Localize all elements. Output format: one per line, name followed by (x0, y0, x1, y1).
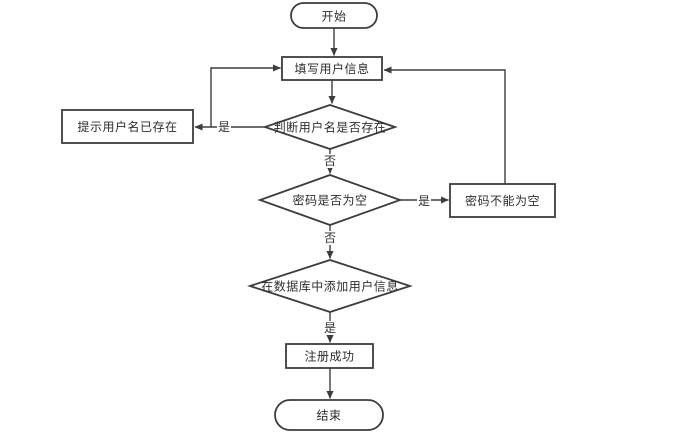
edge-label-password-empty-yes: 是 (417, 194, 431, 208)
edge-label-password-empty-no: 否 (323, 231, 337, 245)
arrow-prompt-junction-to-fill-info (210, 64, 281, 127)
register-success-label: 注册成功 (304, 349, 354, 364)
arrow-password-msg-to-fill-info (383, 66, 506, 184)
prompt-username-exists-node: 提示用户名已存在 (61, 109, 194, 144)
edge-label-no: 否 (324, 154, 336, 168)
edge-label-bg (323, 154, 337, 168)
edge-label-no: 否 (324, 231, 336, 245)
password-cannot-be-empty-label: 密码不能为空 (465, 193, 540, 208)
start-terminator-shape (290, 2, 378, 29)
fill-user-info-node: 填写用户信息 (281, 56, 383, 81)
check-password-empty-diamond (257, 174, 403, 226)
password-cannot-be-empty-node: 密码不能为空 (449, 183, 556, 218)
check-password-empty-label: 密码是否为空 (292, 193, 367, 208)
check-username-exists-diamond (262, 104, 398, 150)
add-user-info-to-database-label: 在数据库中添加用户信息 (261, 279, 399, 294)
register-success-node: 注册成功 (285, 343, 374, 369)
edge-label-bg (217, 120, 231, 134)
register-success-shape (285, 343, 374, 369)
edge-label-bg (323, 321, 337, 335)
add-user-info-to-database-diamond (247, 259, 413, 313)
fill-user-info-label: 填写用户信息 (294, 61, 369, 76)
fill-user-info-shape (281, 56, 383, 81)
edge-label-username-exists-yes: 是 (217, 120, 231, 134)
edge-label-bg (417, 194, 431, 208)
start-node: 开始 (290, 2, 378, 29)
edge-label-yes: 是 (324, 321, 336, 335)
edge-label-bg (323, 231, 337, 245)
edge-label-yes: 是 (418, 194, 430, 208)
check-password-empty-node: 密码是否为空 (257, 174, 403, 226)
edge-label-username-exists-no: 否 (323, 154, 337, 168)
check-username-exists-label: 判断用户名是否存在 (274, 120, 387, 135)
end-node: 结束 (274, 399, 384, 431)
start-label: 开始 (321, 10, 346, 24)
edge-label-yes: 是 (218, 120, 230, 134)
end-terminator-shape (274, 399, 384, 431)
prompt-username-exists-label: 提示用户名已存在 (77, 119, 177, 134)
prompt-username-exists-shape (61, 109, 194, 144)
edge-label-db-add-yes: 是 (323, 321, 337, 335)
end-label: 结束 (316, 409, 341, 423)
add-user-info-to-database-node: 在数据库中添加用户信息 (247, 259, 413, 313)
check-username-exists-node: 判断用户名是否存在 (262, 104, 398, 150)
password-cannot-be-empty-shape (449, 183, 556, 218)
